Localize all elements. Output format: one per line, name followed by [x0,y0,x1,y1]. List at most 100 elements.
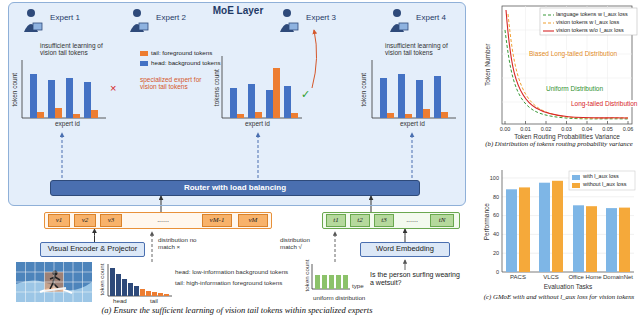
expert-node: Expert 1 [44,12,86,24]
tick-label: 40 [493,231,499,237]
tick-label: 0.00 [500,126,511,132]
legend-swatch [140,51,148,56]
legend-text: vision tokens w/o l_aux loss [556,27,624,33]
legend-line [543,30,554,31]
specialized-arrow [312,30,317,88]
text-token: tN [430,214,454,227]
axis-label: Token Number [484,44,491,86]
tick-label: 0.05 [602,126,613,132]
axis-label: tokens count [212,70,219,107]
moe-layer-box: MoE LayerExpert 1Expert 2Expert 3Expert … [8,2,466,206]
callout-note: distribution no match × [158,236,204,250]
legend-swatch [140,61,148,66]
callout-note: head: low-information background tokens [175,268,288,275]
legend-text: language tokens w l_aux loss [556,11,628,17]
callout-note: insufficient learning of vision tail tok… [40,42,115,57]
node-text: Word Embedding [376,245,434,254]
text-token-row: ......t1t2t3tN [322,212,460,229]
category-label: DomainNet [603,274,633,281]
axis-label: token count [303,260,310,292]
expert-chart [222,56,302,118]
axis-label: token count [360,73,367,107]
category-label: Office Home [568,274,601,281]
tick-label: 0.01 [520,126,531,132]
performance-chart [502,170,635,272]
node-text: MoE Layer [213,5,264,17]
node-text: vM [249,216,258,224]
node-text: t3 [381,216,386,224]
axis-label: expert id [55,120,80,127]
node-text: v1 [56,216,63,224]
tick-label: 0.06 [623,126,634,132]
axis-label: expert id [245,120,270,127]
figure-caption: (c) GMoE with and without l_aux loss for… [478,293,640,301]
node-text: v2 [82,216,89,224]
expert-chart [372,60,456,118]
legend-text: with l_aux loss [583,173,619,179]
legend-text: vision tokens w l_aux loss [556,19,619,25]
vision-token: v2 [74,214,96,227]
vision-token: v3 [100,214,122,227]
axis-label: token count [98,264,105,296]
surf-image [16,262,92,302]
chart-annotation: Uniform Distribution [545,85,604,92]
tick-label: 100 [490,175,499,181]
axis-label: Evaluation Tasks [544,283,593,290]
vision-token-row: ...... v1 v2 v3 vM-1 vM [44,212,272,229]
legend-text: tail: foreground tokens [151,49,212,56]
legend-text: without l_aux loss [583,181,626,187]
vision-token: v1 [48,214,70,227]
axis-label: expert id [400,120,425,127]
tick-label: 0.02 [541,126,552,132]
category-label: PACS [510,274,526,281]
text-token: t1 [326,214,346,227]
vision-token: vM [238,214,268,227]
axis-label: token count [11,73,18,107]
embedding-box: Word Embedding [360,242,450,257]
tick-label: 20 [493,250,499,256]
axis-label: type [352,282,364,289]
encoder-box: Visual Encoder & Projector [40,242,145,257]
expert-node: Expert 2 [150,12,192,24]
axis-label: Token Routing Probabilities Variance [514,133,620,140]
callout-note: specialized expert for vision tail token… [140,76,210,91]
question-arrow [405,260,406,270]
moe-background [8,2,466,206]
node-text: ...... [406,216,418,224]
connector-arrow [94,229,95,242]
node-text: ...... [157,216,169,224]
legend-line-sample [543,21,554,25]
legend-line [543,14,554,15]
question-text: Is the person surfing wearing a wetsuit? [370,271,462,287]
connector-arrow [371,196,372,212]
cross-mark: × [110,82,116,95]
callout-note: distribution match √ [280,236,325,250]
figure-caption: (a) Ensure the sufficient learning of vi… [8,306,466,316]
node-text: Expert 2 [156,13,186,22]
tick-label: 0.04 [582,126,593,132]
router-dispatch-arrows [62,133,412,178]
category-label: VLCS [543,274,559,281]
axis-label: Performance [483,203,490,240]
axis-label: head [113,297,127,304]
text-histogram [312,264,350,289]
node-text: Expert 4 [416,13,446,22]
node-text: vM-1 [210,216,225,224]
node-text: Visual Encoder & Projector [48,245,138,254]
expert-chart [22,60,106,118]
connector-arrow [405,229,406,242]
distribution-arrows [152,232,335,262]
node-text: v3 [108,216,115,224]
legend-line [543,22,554,23]
node-text: Expert 1 [50,13,80,22]
callout-note: insufficient learning of vision tail tok… [385,42,460,57]
callout-note: uniform distribution [313,294,365,301]
tick-label: 60 [493,212,499,218]
node-text: t1 [333,216,338,224]
axis-label: tail [150,297,158,304]
tick-label: 0.03 [561,126,572,132]
router-box: Router with load balancing [50,180,420,196]
node-text: Router with load balancing [184,183,286,192]
legend-line-sample [543,29,554,33]
